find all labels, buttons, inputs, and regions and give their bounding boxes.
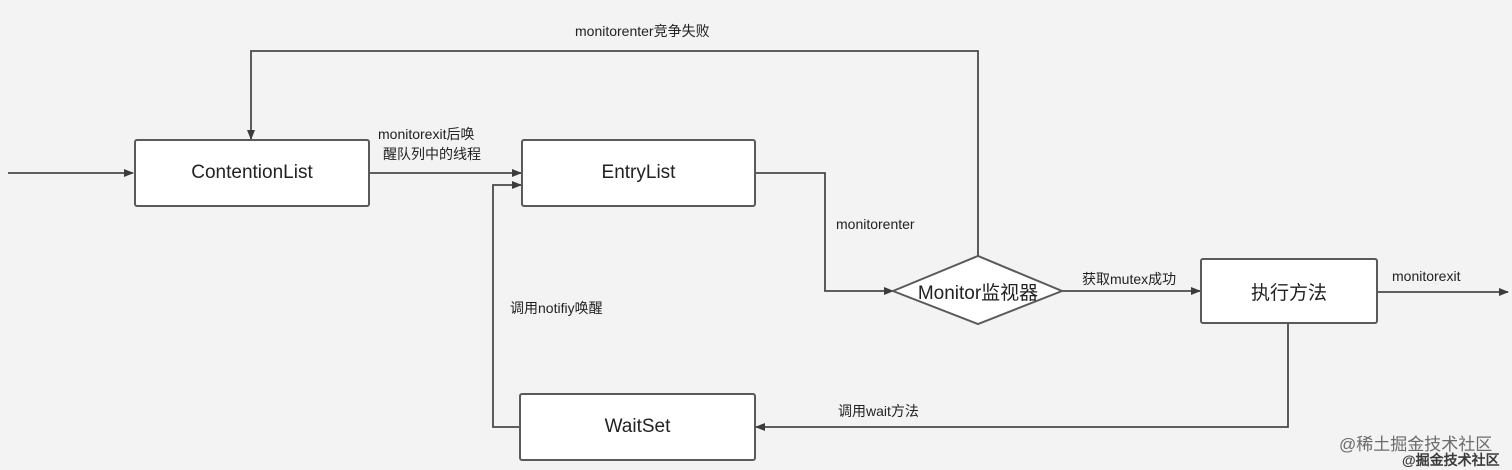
- label-monitorenter: monitorenter: [836, 216, 915, 232]
- label-call-notify: 调用notifiy唤醒: [510, 300, 603, 316]
- label-monitorexit: monitorexit: [1392, 268, 1461, 284]
- node-entry-list-label: EntryList: [601, 162, 676, 183]
- label-call-wait: 调用wait方法: [838, 403, 919, 419]
- node-contention-list: ContentionList: [134, 139, 370, 207]
- node-wait-set: WaitSet: [519, 393, 756, 461]
- node-execute-method-label: 执行方法: [1250, 282, 1327, 304]
- node-monitor-label: Monitor监视器: [917, 282, 1039, 304]
- label-get-mutex-success: 获取mutex成功: [1082, 271, 1177, 287]
- edge-entry-to-monitor: [755, 172, 894, 295]
- node-execute-method: 执行方法: [1200, 258, 1378, 324]
- edge-waitset-to-entry: [492, 181, 522, 428]
- node-entry-list: EntryList: [521, 139, 756, 207]
- watermark-primary: @稀土掘金技术社区: [1339, 435, 1493, 454]
- monitor-diamond: [890, 254, 1065, 326]
- label-monitorexit-wake-line1: monitorexit后唤: [378, 126, 475, 142]
- node-contention-list-label: ContentionList: [191, 162, 313, 183]
- watermark-secondary: @掘金技术社区: [1402, 452, 1500, 468]
- label-monitorexit-wake-line2: 醒队列中的线程: [383, 146, 481, 162]
- edge-monitor-to-contention: [247, 50, 979, 256]
- node-wait-set-label: WaitSet: [604, 416, 671, 437]
- label-monitorenter-fail: monitorenter竞争失败: [575, 23, 710, 39]
- edge-execute-to-waitset: [755, 324, 1289, 431]
